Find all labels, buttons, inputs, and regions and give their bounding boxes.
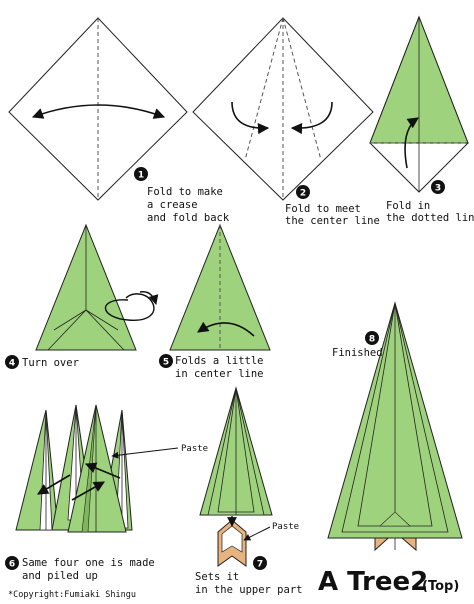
- step-6-badge: [5, 556, 19, 570]
- page-title-sub: (Top): [422, 579, 459, 594]
- step-7-diagram: Paste: [199, 386, 299, 567]
- step-1-number: 1: [138, 171, 144, 181]
- fold-arrow-left: [231, 101, 270, 135]
- paste-label-1: Paste: [181, 444, 208, 454]
- step-8-diagram: [327, 301, 463, 552]
- fold-arrow: [31, 104, 166, 119]
- step-2-label: 2 Fold to meet the center line: [285, 185, 380, 227]
- step-7-badge: [253, 556, 267, 570]
- step-2-line-1: Fold to meet: [285, 203, 361, 215]
- step-2-diagram: [192, 17, 374, 201]
- step-4-number: 4: [9, 359, 15, 369]
- step-5-label: 5 Folds a little in center line: [159, 354, 264, 380]
- step-2-number: 2: [300, 189, 306, 199]
- step-7-number: 7: [257, 560, 263, 570]
- copyright-text: *Copyright:Fumiaki Shingu: [8, 590, 136, 600]
- turn-over-arrow: [139, 291, 159, 305]
- step-4-label: 4 Turn over: [5, 355, 79, 369]
- fold-arrow-right: [290, 101, 333, 135]
- step-3-line-2: the dotted line: [386, 212, 474, 224]
- step-5-number: 5: [163, 358, 169, 368]
- step-6-line-2: and piled up: [22, 570, 98, 582]
- fold-arrow: [404, 117, 419, 169]
- step-8-badge: [365, 331, 379, 345]
- step-1-badge: [134, 167, 148, 181]
- turn-over-arrow-loop: [104, 293, 155, 321]
- step-3-line-1: Fold in: [386, 200, 430, 212]
- pile-arrow-2: [71, 481, 105, 501]
- step-8-label: 8 Finished: [332, 331, 383, 359]
- step-6-line-1: Same four one is made: [22, 557, 155, 569]
- step-8-line-1: Finished: [332, 347, 383, 359]
- step-4-badge: [5, 355, 19, 369]
- step-3-number: 3: [435, 184, 441, 194]
- paste-label-2: Paste: [272, 522, 299, 532]
- step-5-badge: [159, 354, 173, 368]
- paste-leader-2: [243, 526, 271, 541]
- step-3-badge: [431, 180, 445, 194]
- step-4-diagram: [35, 223, 159, 351]
- step-6-label: 6 Same four one is made and piled up: [5, 556, 155, 582]
- step-6-diagram: Paste: [15, 404, 208, 533]
- step-8-number: 8: [369, 335, 375, 345]
- step-1-line-1: Fold to make: [147, 186, 223, 198]
- step-7-line-2: in the upper part: [195, 584, 302, 596]
- step-1-line-2: a crease: [147, 199, 198, 211]
- step-7-label: 7 Sets it in the upper part: [195, 556, 302, 596]
- page-title: A Tree2: [318, 567, 428, 597]
- step-6-number: 6: [9, 560, 15, 570]
- step-4-line-1: Turn over: [22, 357, 79, 369]
- step-7-line-1: Sets it: [195, 571, 239, 583]
- pile-arrow-3: [84, 462, 121, 479]
- pile-arrow-1: [37, 474, 71, 495]
- step-2-badge: [296, 185, 310, 199]
- step-1-line-3: and fold back: [147, 212, 230, 224]
- step-1-label: 1 Fold to make a crease and fold back: [134, 167, 230, 224]
- step-3-diagram: [369, 15, 469, 193]
- paste-leader-1: [111, 447, 179, 459]
- fold-arrow: [197, 321, 255, 337]
- step-5-line-2: in center line: [175, 368, 264, 380]
- step-5-line-1: Folds a little: [175, 355, 264, 367]
- step-3-label: 3 Fold in the dotted line: [386, 180, 474, 224]
- step-1-diagram: [8, 17, 188, 201]
- step-2-line-2: the center line: [285, 215, 380, 227]
- step-5-diagram: [169, 223, 271, 351]
